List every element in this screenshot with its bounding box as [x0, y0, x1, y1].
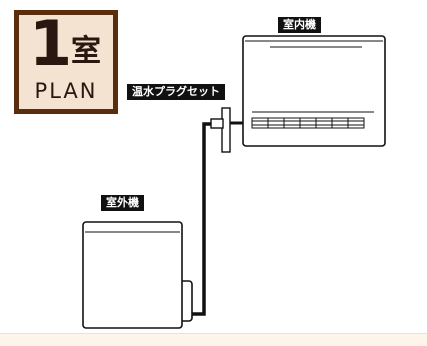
indoor-unit-grille: [251, 117, 365, 129]
outdoor-unit-label: 室外機: [101, 195, 144, 211]
hot-water-hose: [192, 122, 211, 316]
outdoor-unit-body: [82, 221, 183, 329]
indoor-unit-label: 室内機: [278, 17, 321, 33]
plug-wall-mount: [221, 107, 231, 153]
outdoor-unit: [82, 221, 193, 329]
indoor-unit: [242, 35, 386, 147]
footer-band: [0, 333, 427, 346]
plan-badge: 1 室 PLAN: [14, 10, 118, 114]
hot-water-plug-set: [210, 107, 243, 153]
hot-water-plug-set-label: 温水プラグセット: [127, 84, 225, 100]
plan-word: PLAN: [34, 79, 98, 103]
plug-bracket: [210, 118, 224, 129]
plan-number: 1: [29, 7, 73, 80]
indoor-unit-body: [242, 35, 386, 147]
plan-kanji: 室: [71, 34, 101, 69]
